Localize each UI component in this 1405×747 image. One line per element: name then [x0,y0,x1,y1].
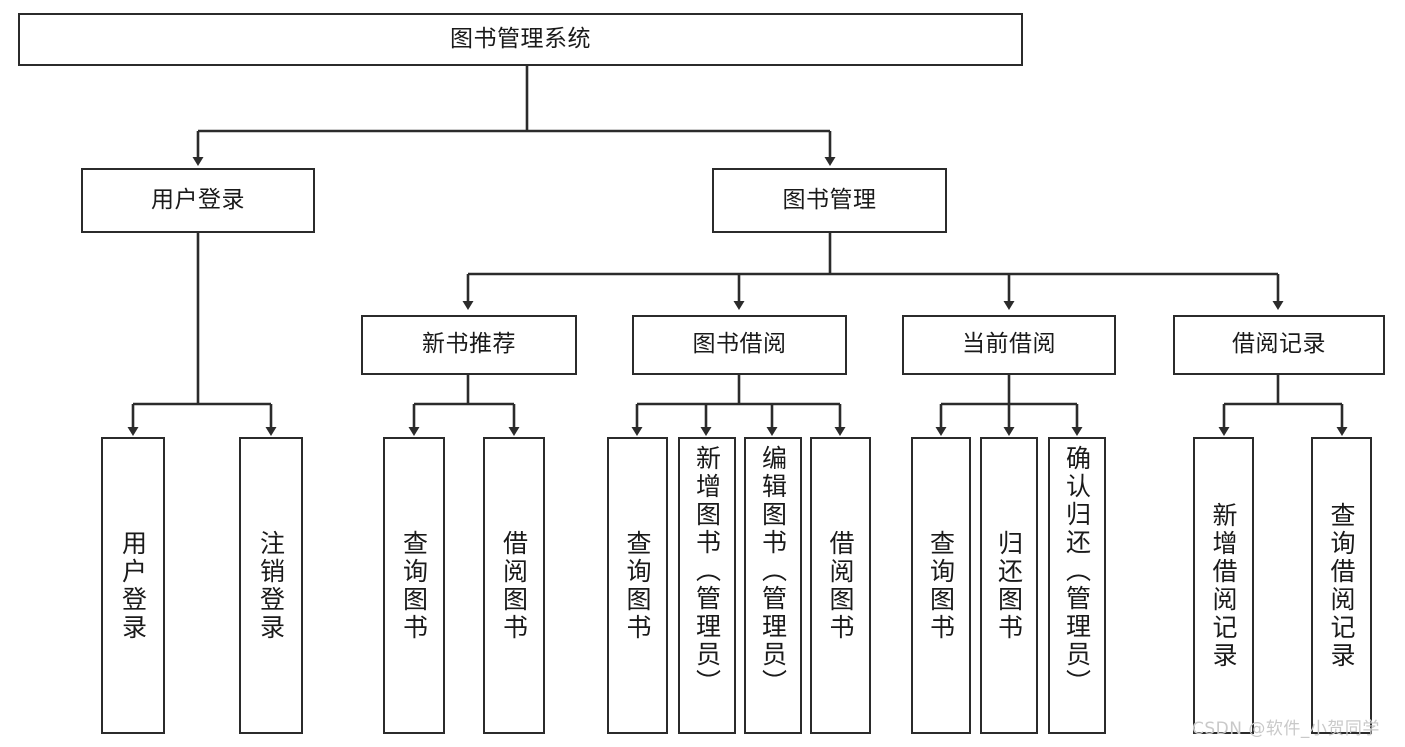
node-book-borrow[interactable]: 图书借阅 [632,315,847,375]
leaf-add-borrow-record-label: 新增借阅记录 [1209,501,1238,670]
leaf-confirm-return-admin[interactable]: 确认归还（管理员） [1048,437,1106,734]
node-user-login[interactable]: 用户登录 [81,168,315,233]
node-book-management[interactable]: 图书管理 [712,168,947,233]
leaf-borrow-book[interactable]: 借阅图书 [810,437,871,734]
node-book-borrow-label: 图书借阅 [692,331,787,358]
leaf-return-book[interactable]: 归还图书 [980,437,1038,734]
leaf-logout[interactable]: 注销登录 [239,437,303,734]
leaf-query-book-borrow-label: 查询图书 [623,529,652,642]
leaf-query-borrow-record[interactable]: 查询借阅记录 [1311,437,1372,734]
leaf-borrow-book-label: 借阅图书 [826,529,855,642]
leaf-query-book-new[interactable]: 查询图书 [383,437,445,734]
node-current-borrow[interactable]: 当前借阅 [902,315,1116,375]
leaf-user-login-label: 用户登录 [118,529,148,642]
node-borrow-records-label: 借阅记录 [1232,331,1326,358]
node-user-login-label: 用户登录 [151,186,245,213]
node-new-book-recommend-label: 新书推荐 [422,331,516,358]
leaf-edit-book-admin[interactable]: 编辑图书（管理员） [744,437,802,734]
leaf-user-login[interactable]: 用户登录 [101,437,165,734]
leaf-return-book-label: 归还图书 [994,529,1024,642]
leaf-borrow-book-new[interactable]: 借阅图书 [483,437,545,734]
leaf-edit-book-admin-label: 编辑图书（管理员） [758,445,788,697]
node-new-book-recommend[interactable]: 新书推荐 [361,315,577,375]
leaf-add-book-admin[interactable]: 新增图书（管理员） [678,437,736,734]
leaf-query-borrow-record-label: 查询借阅记录 [1327,501,1356,670]
node-root[interactable]: 图书管理系统 [18,13,1023,66]
leaf-add-borrow-record[interactable]: 新增借阅记录 [1193,437,1254,734]
leaf-query-book-current[interactable]: 查询图书 [911,437,971,734]
node-root-label: 图书管理系统 [450,25,591,52]
leaf-confirm-return-admin-label: 确认归还（管理员） [1062,445,1092,697]
node-book-management-label: 图书管理 [782,186,877,213]
leaf-query-book-borrow[interactable]: 查询图书 [607,437,668,734]
node-current-borrow-label: 当前借阅 [962,331,1056,358]
leaf-add-book-admin-label: 新增图书（管理员） [692,445,722,697]
leaf-logout-label: 注销登录 [256,529,286,642]
leaf-query-book-new-label: 查询图书 [399,529,429,642]
node-borrow-records[interactable]: 借阅记录 [1173,315,1385,375]
leaf-query-book-current-label: 查询图书 [926,529,956,642]
leaf-borrow-book-new-label: 借阅图书 [499,529,529,642]
